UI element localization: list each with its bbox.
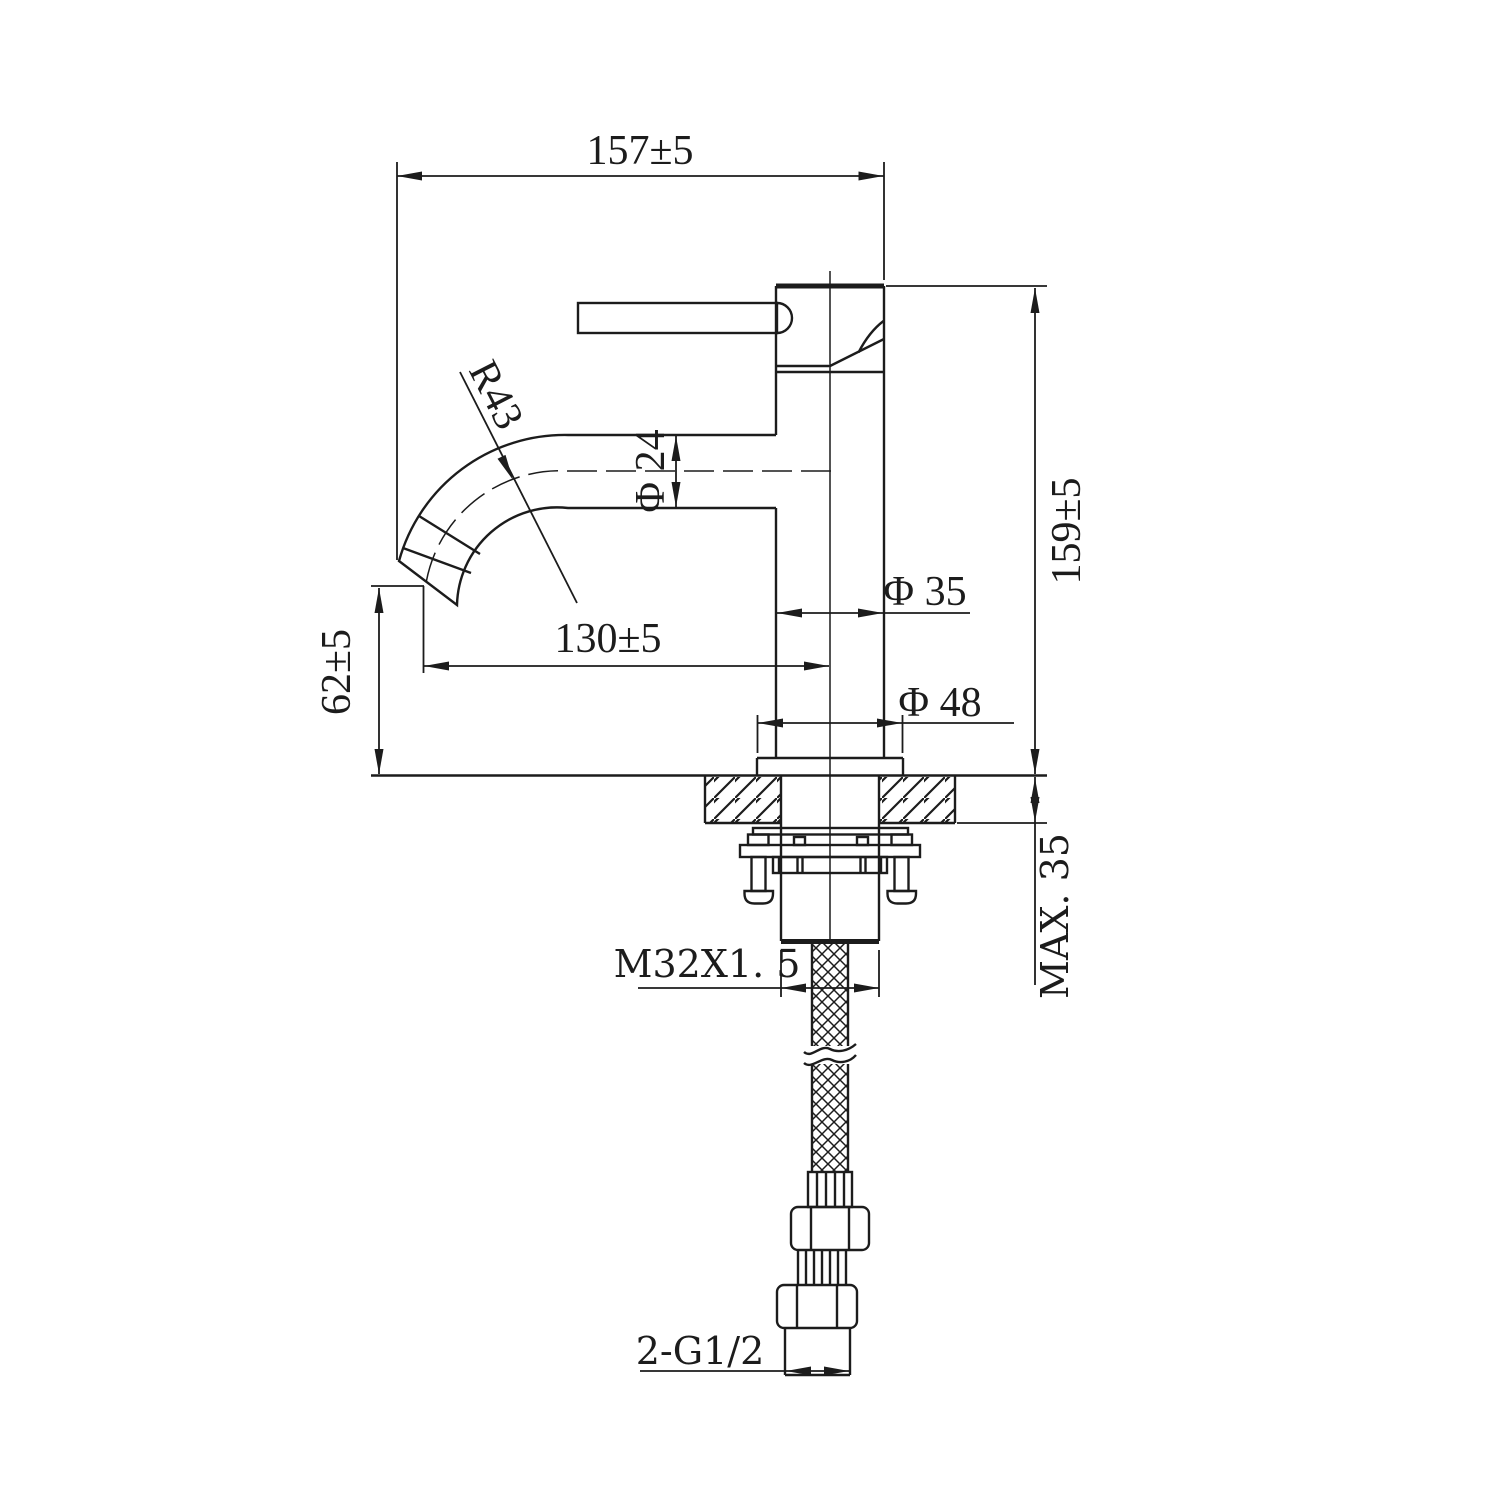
dimensions: 157±5 159±5 R43 Φ 24 Φ 35 (314, 128, 1090, 1376)
dim-spout-tube-diameter: Φ 24 (628, 429, 681, 513)
dim-label-base-diameter: Φ 48 (898, 680, 981, 726)
handle-lever (576, 301, 794, 335)
dim-max-deck-thickness: MAX. 35 (957, 777, 1077, 999)
cartridge-spacer-block (771, 855, 889, 875)
dim-label-body-diameter: Φ 35 (883, 569, 966, 615)
dim-label-spout-tube-diameter: Φ 24 (628, 429, 674, 512)
dim-label-outlet-height: 62±5 (314, 629, 360, 715)
hex-nut-upper (789, 1205, 871, 1252)
dim-label-overall-height: 159±5 (1044, 477, 1090, 584)
dim-outlet-height: 62±5 (314, 588, 384, 774)
dim-spout-radius: R43 (459, 353, 578, 604)
dim-overall-height: 159±5 (886, 285, 1090, 774)
dim-overall-width: 157±5 (396, 128, 885, 560)
dim-shank-thread: M32X1. 5 (614, 942, 880, 997)
arrowhead (497, 454, 513, 480)
dim-label-inlet-thread: 2-G1/2 (636, 1329, 765, 1373)
dim-label-max-deck-thickness: MAX. 35 (1033, 833, 1077, 999)
handle-travel-line (828, 337, 885, 368)
arrowhead (1030, 749, 1040, 774)
bolt-collar-right (890, 833, 914, 847)
supply-hose (803, 944, 857, 1172)
arrowhead (858, 171, 884, 181)
mounting-bolt-left (743, 855, 775, 905)
arrowhead (1030, 288, 1040, 313)
dim-label-shank-thread: M32X1. 5 (614, 942, 801, 986)
dim-spout-reach: 130±5 (371, 585, 829, 673)
handle-swing-arc (857, 320, 885, 354)
supply-hose-assembly (775, 944, 871, 1377)
bracket-tab-left (792, 835, 807, 847)
arrowhead (804, 661, 829, 671)
dim-label-overall-width: 157±5 (586, 128, 693, 174)
bracket-tab-right (855, 835, 870, 847)
arrowhead (758, 718, 783, 728)
mounting-bolt-right (886, 855, 918, 905)
arrowhead (781, 983, 806, 993)
arrowhead (777, 608, 802, 618)
dim-inlet-thread: 2-G1/2 (636, 1329, 849, 1376)
aerator-seam-2 (418, 514, 481, 556)
dim-label-spout-radius: R43 (459, 353, 532, 436)
hex-nut-lower (775, 1283, 859, 1330)
arrowhead (858, 608, 883, 618)
deck-hatch-left (705, 777, 780, 823)
spout-outline (397, 433, 776, 608)
arrowhead (824, 1366, 849, 1376)
arrowhead (424, 661, 449, 671)
arrowhead (374, 588, 384, 613)
bolt-collar-left (746, 833, 770, 847)
deck-hatch-right (880, 777, 954, 823)
under-deck-hardware (738, 776, 922, 944)
dim-base-diameter: Φ 48 (756, 680, 1014, 753)
faucet-body (774, 286, 886, 758)
arrowhead (374, 749, 384, 774)
dim-body-diameter: Φ 35 (777, 569, 970, 618)
aerator-seam-1 (402, 546, 472, 575)
arrowhead (786, 1366, 811, 1376)
arrowhead (854, 983, 879, 993)
arrowhead (1030, 797, 1040, 822)
dim-label-spout-reach: 130±5 (554, 616, 661, 662)
threaded-nipple (796, 1250, 848, 1285)
arrowhead (1030, 778, 1040, 803)
hose-ferrule (806, 1170, 854, 1209)
mounting-deck (371, 774, 1047, 825)
spout-centerline (424, 470, 831, 591)
arrowhead (671, 436, 681, 461)
spout (397, 433, 831, 608)
inlet-connector-tube (783, 1328, 852, 1377)
washer (751, 826, 910, 836)
shank (779, 776, 881, 944)
arrowhead (397, 171, 422, 181)
arrowhead (877, 718, 902, 728)
hose-break-lines (803, 1043, 857, 1066)
arrowhead (671, 482, 681, 507)
